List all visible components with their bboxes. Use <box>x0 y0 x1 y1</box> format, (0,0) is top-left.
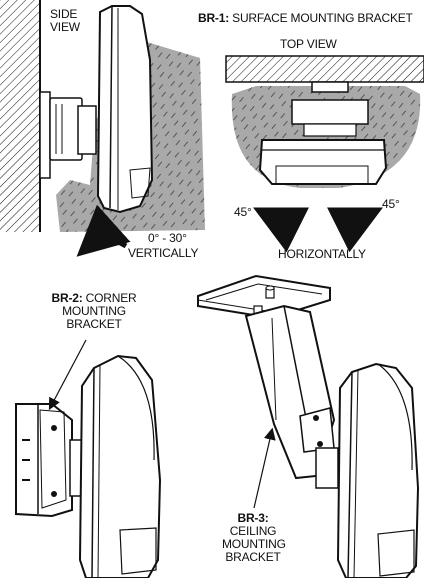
corner-bracket-drawing <box>15 339 162 578</box>
br2-code: BR-2: <box>51 291 83 305</box>
br1-title: BR-1: SURFACE MOUNTING BRACKET <box>198 12 413 25</box>
side-view-label: SIDE VIEW <box>50 8 80 34</box>
side-view-drawing <box>0 0 205 257</box>
br3-line2: MOUNTING <box>222 537 286 551</box>
vertical-arrow <box>76 204 131 257</box>
detector-top <box>258 139 388 185</box>
br3-label: BR-3: CEILING MOUNTING BRACKET <box>222 511 286 564</box>
left-rotation-arrow <box>253 207 309 253</box>
vertical-direction-label: VERTICALLY <box>128 246 199 260</box>
top-swivel <box>291 99 369 125</box>
top-view-drawing <box>225 55 424 253</box>
side-view-line1: SIDE <box>50 7 78 21</box>
ceiling-plate <box>197 274 331 320</box>
br3-code: BR-3: <box>237 511 269 525</box>
side-view-line2: VIEW <box>50 20 80 34</box>
detector-br3 <box>336 362 420 578</box>
br2-label: BR-2: CORNER MOUNTING BRACKET <box>44 292 144 331</box>
top-wall-hatch <box>225 55 424 83</box>
br3-line3: BRACKET <box>225 550 281 564</box>
left-angle-label: 45° <box>234 205 252 219</box>
br1-code: BR-1: <box>198 11 229 25</box>
br2-line2: MOUNTING <box>62 304 126 318</box>
right-rotation-arrow <box>327 207 383 253</box>
br3-leader <box>253 427 276 509</box>
br1-name: SURFACE MOUNTING BRACKET <box>232 11 413 25</box>
swivel-arm <box>49 97 83 161</box>
br2-line3: BRACKET <box>66 317 122 331</box>
ceiling-bracket-drawing <box>197 274 420 578</box>
detector-side <box>96 5 154 214</box>
wall-plate <box>39 91 51 179</box>
br2-line1: CORNER <box>85 291 137 305</box>
br2-leader <box>48 339 87 411</box>
wall-hatch <box>0 0 40 232</box>
vertical-range-label: 0° - 30° <box>148 231 187 245</box>
top-view-label: TOP VIEW <box>280 37 337 51</box>
br3-line1: CEILING <box>229 524 277 538</box>
right-angle-label: 45° <box>382 197 400 211</box>
horizontal-direction-label: HORIZONTALLY <box>278 247 366 261</box>
